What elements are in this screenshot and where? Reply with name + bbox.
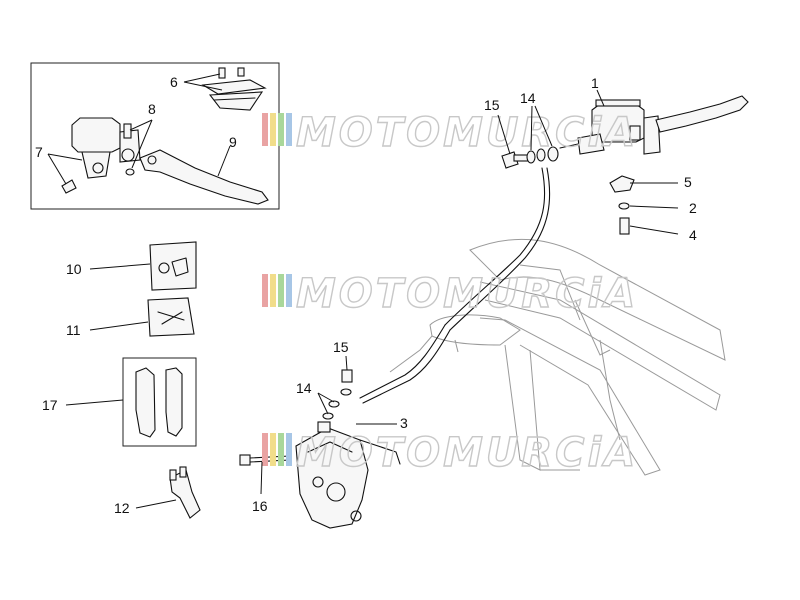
callout-14: 14	[296, 380, 312, 396]
pad-spring-kit-part	[149, 241, 197, 291]
watermark-text: MOTOMURCiA	[296, 430, 638, 476]
brake-pads-detail-box	[122, 357, 197, 447]
leader-lines	[47, 73, 679, 509]
callout-3: 3	[400, 415, 408, 431]
pad-spring-clip-part	[169, 466, 201, 519]
callout-6: 6	[170, 74, 178, 90]
screw-part	[619, 217, 630, 235]
caliper-banjo-bolt-part	[322, 369, 353, 420]
watermark-bottom: MOTOMURCiA	[262, 429, 638, 477]
watermark-text: MOTOMURCiA	[296, 110, 638, 156]
reservoir-cover-part	[201, 67, 267, 111]
callout-12: 12	[114, 500, 130, 516]
callout-5: 5	[684, 174, 692, 190]
callout-labels: 1 15 14 5 2 4 6 8 7 9 10 11 17 12 15 14 …	[35, 74, 697, 516]
callout-4: 4	[689, 227, 697, 243]
callout-1: 1	[591, 75, 599, 91]
master-cylinder-part	[559, 95, 749, 155]
frame-outline	[389, 238, 726, 476]
callout-9: 9	[229, 134, 237, 150]
handlebar-clamp-part	[609, 175, 635, 193]
callout-17: 17	[42, 397, 58, 413]
banjo-bolt-upper-part	[501, 146, 559, 169]
master-cylinder-inset-part	[61, 117, 141, 194]
callout-16: 16	[252, 498, 268, 514]
brake-caliper-part	[295, 421, 401, 529]
callout-10: 10	[66, 261, 82, 277]
callout-7: 7	[35, 144, 43, 160]
brake-pads-part	[135, 367, 183, 438]
callout-14: 14	[520, 90, 536, 106]
callout-11: 11	[66, 322, 81, 338]
watermark-top: MOTOMURCiA	[262, 109, 638, 157]
watermark-text: MOTOMURCiA	[296, 271, 638, 317]
washer-part	[618, 202, 630, 210]
brake-lever-inset-part	[139, 149, 269, 205]
watermark-middle: MOTOMURCiA	[262, 270, 638, 318]
callout-8: 8	[148, 101, 156, 117]
callout-15: 15	[333, 339, 349, 355]
pad-pins-kit-part	[147, 297, 195, 337]
callout-15: 15	[484, 97, 500, 113]
brake-hose	[359, 167, 551, 404]
callout-2: 2	[689, 200, 697, 216]
